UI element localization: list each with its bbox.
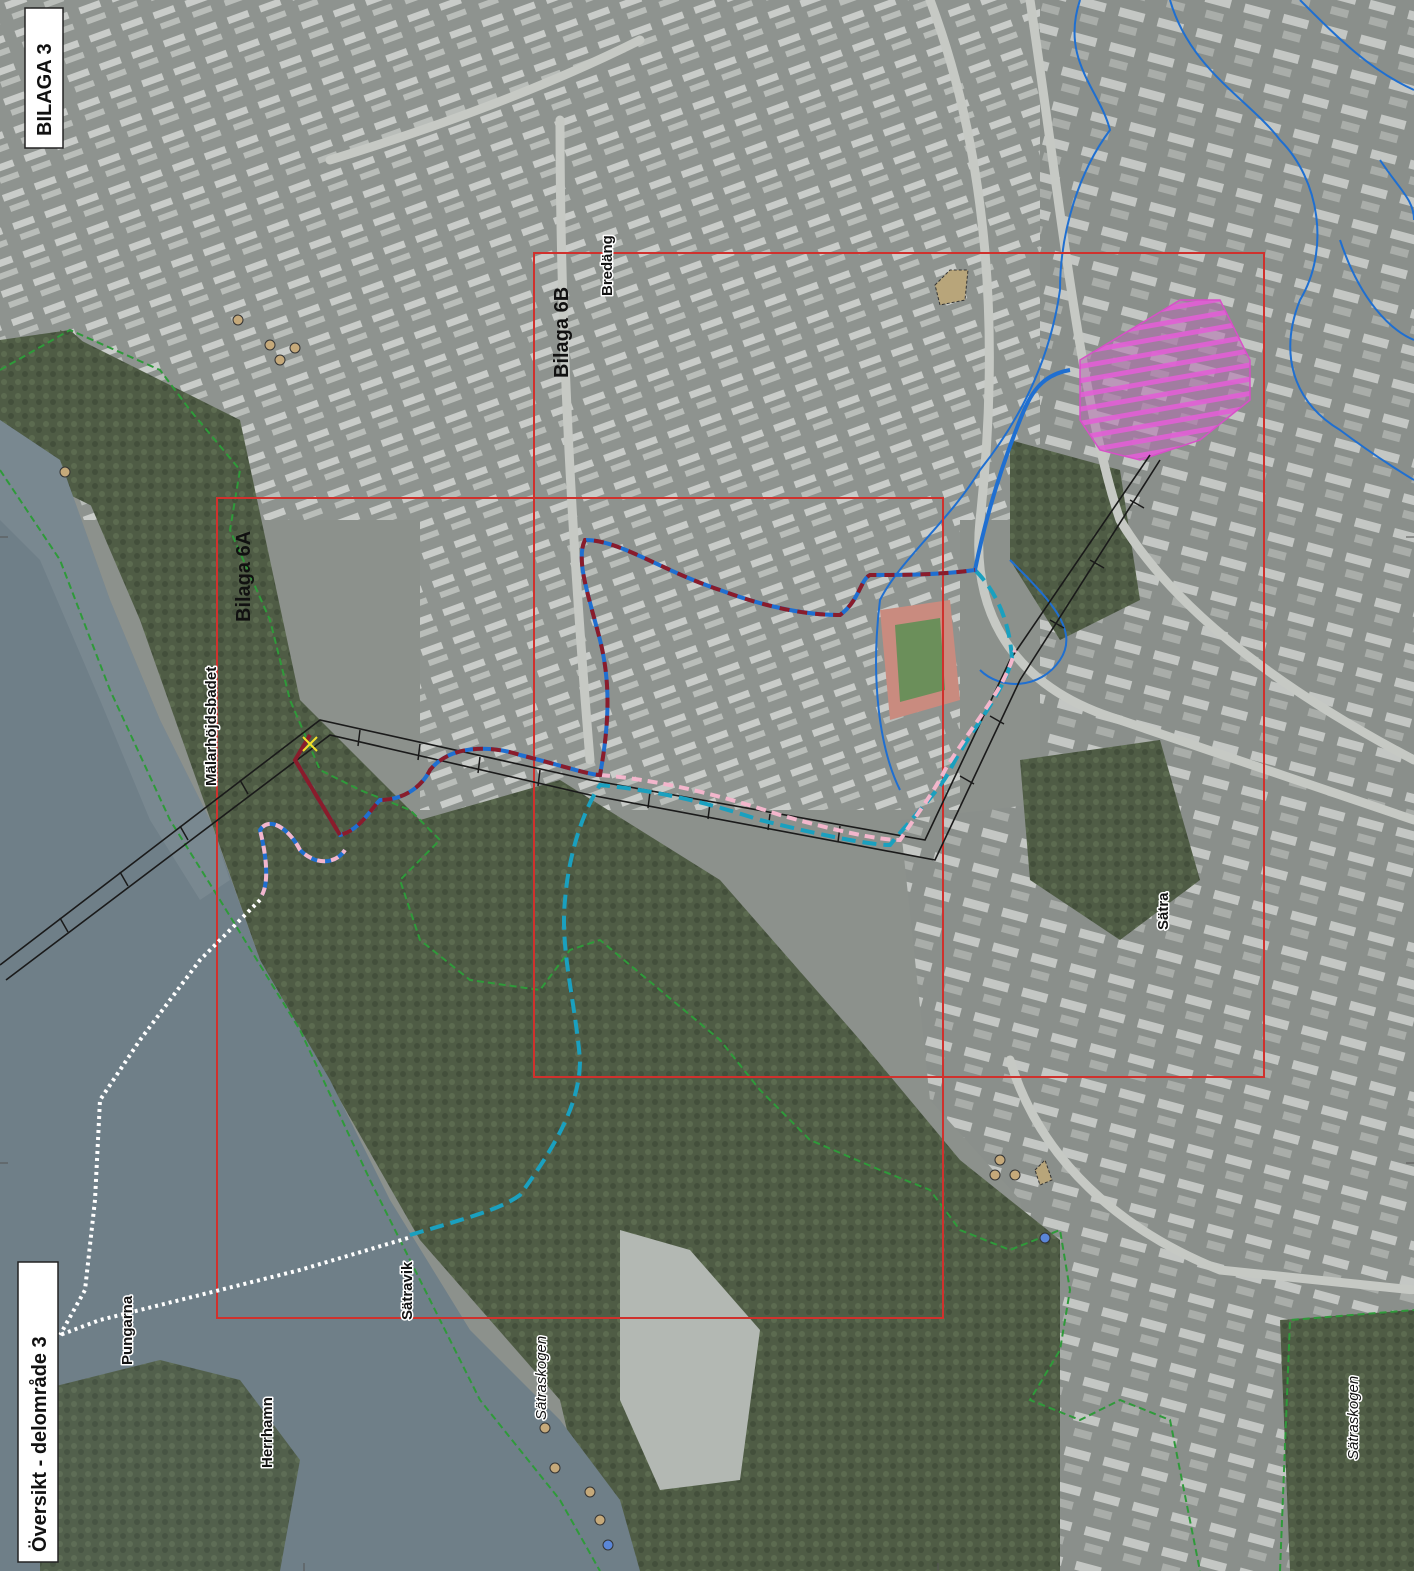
annex-label: BILAGA 3 (34, 43, 56, 136)
boundary-line-east (1279, 1309, 1414, 1571)
annex-label-box: BILAGA 3 (24, 7, 64, 149)
label-malarhojdsbadet: Mälarhöjdsbadet (203, 667, 220, 786)
forest-satra-south (1280, 1310, 1414, 1571)
dotted-line-pungarna (58, 898, 262, 1336)
label-satraskogen-east: Sätraskogen (1345, 1376, 1362, 1460)
tunnel-alignment (0, 454, 1161, 981)
forest-satra-hill (1020, 740, 1200, 940)
label-pungarna: Pungarna (119, 1295, 136, 1365)
route-pink (599, 649, 1017, 843)
overview-label-box: Översikt - delområde 3 (17, 1261, 59, 1563)
frame-bilaga-6b[interactable] (533, 252, 1265, 1078)
overview-label: Översikt - delområde 3 (28, 1336, 51, 1552)
label-satraskogen-south: Sätraskogen (533, 1336, 550, 1420)
label-bredang: Bredäng (599, 235, 616, 296)
forest-main (60, 330, 1060, 1571)
clearing-satraskogen (620, 1230, 760, 1490)
point-markers (59, 314, 1051, 1551)
hatched-area (1079, 299, 1251, 461)
route-teal (409, 568, 1015, 1237)
boundary-line-shore (0, 469, 601, 1571)
route-darkred (293, 537, 976, 838)
tunnel-ticks (59, 499, 1145, 933)
route-darkred-solid (292, 733, 342, 837)
sports-field-inner (895, 618, 945, 702)
island-pungarna (40, 1360, 300, 1571)
label-bilaga-6a: Bilaga 6A (233, 531, 255, 622)
lake-shore-light (0, 420, 230, 900)
route-western-loop-pink (257, 822, 347, 896)
label-herrhamn: Herrhamn (259, 1397, 276, 1468)
boundary-line (0, 328, 1201, 1571)
start-marker (302, 736, 318, 752)
tan-patch-small (1034, 1159, 1053, 1186)
frame-bilaga-6a[interactable] (216, 497, 944, 1319)
label-satra: Sätra (1155, 892, 1172, 930)
label-bilaga-6b: Bilaga 6B (551, 287, 573, 378)
sheet-edge-ticks (0, 536, 1414, 1571)
urban-central (420, 480, 960, 810)
label-satravik: Sätravik (399, 1261, 416, 1320)
lake-malaren (0, 420, 640, 1571)
tan-patch (934, 269, 969, 306)
